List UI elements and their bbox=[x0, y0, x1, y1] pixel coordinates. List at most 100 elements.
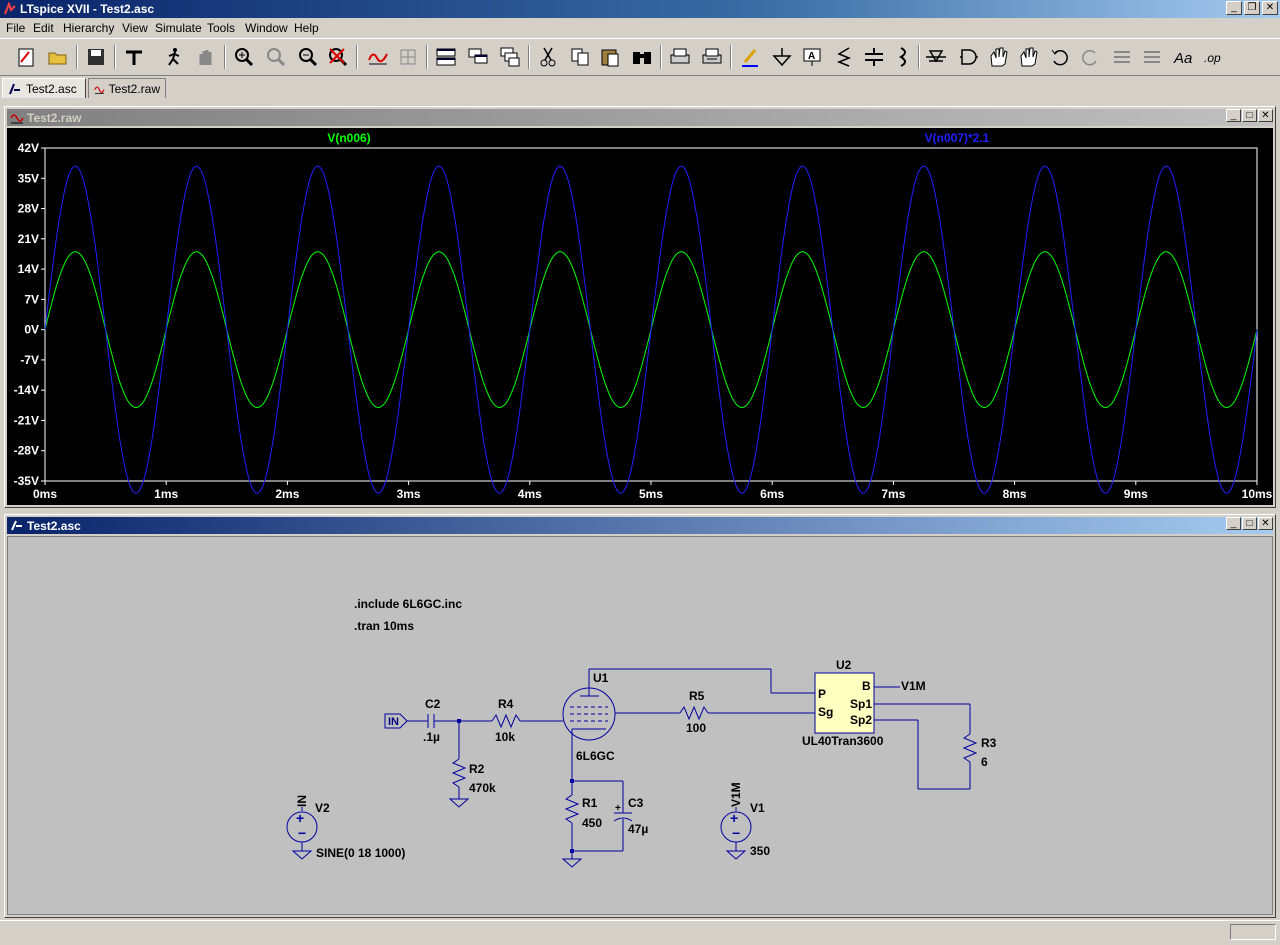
svg-text:.op: .op bbox=[1204, 51, 1221, 65]
v1-net-label[interactable]: V1M bbox=[729, 782, 743, 807]
r2-value[interactable]: 470k bbox=[469, 781, 496, 795]
menu-hierarchy[interactable]: Hierarchy bbox=[63, 21, 115, 35]
y-tick-label: -21V bbox=[14, 413, 39, 427]
diode-icon[interactable] bbox=[922, 43, 950, 71]
r1-value[interactable]: 450 bbox=[582, 816, 602, 830]
spice-directive-icon[interactable]: .op bbox=[1200, 43, 1228, 71]
r5-value[interactable]: 100 bbox=[686, 721, 706, 735]
open-icon[interactable] bbox=[44, 43, 72, 71]
include-directive[interactable]: .include 6L6GC.inc bbox=[354, 597, 462, 611]
capacitor-icon[interactable] bbox=[860, 43, 888, 71]
zoom-out-icon[interactable] bbox=[294, 43, 322, 71]
u1-label[interactable]: U1 bbox=[593, 671, 609, 685]
r3-value[interactable]: 6 bbox=[981, 755, 988, 769]
schematic-minimize-button[interactable]: _ bbox=[1226, 517, 1241, 530]
tile-vertical-icon[interactable] bbox=[464, 43, 492, 71]
v1-value[interactable]: 350 bbox=[750, 844, 770, 858]
cut-icon[interactable] bbox=[534, 43, 562, 71]
r1-label[interactable]: R1 bbox=[582, 796, 598, 810]
zoom-fit-icon[interactable] bbox=[324, 43, 352, 71]
tab-schematic-label: Test2.asc bbox=[26, 81, 77, 96]
waveform-minimize-button[interactable]: _ bbox=[1226, 109, 1241, 122]
drag-icon[interactable] bbox=[1014, 43, 1042, 71]
draw-wire-icon[interactable] bbox=[736, 43, 764, 71]
close-button[interactable]: ✕ bbox=[1262, 1, 1278, 15]
mirror-icon[interactable] bbox=[1138, 43, 1166, 71]
menu-view[interactable]: View bbox=[122, 21, 148, 35]
r4-value[interactable]: 10k bbox=[495, 730, 515, 744]
x-tick-label: 10ms bbox=[1242, 487, 1273, 501]
r3-label[interactable]: R3 bbox=[981, 736, 997, 750]
waveform-close-button[interactable]: ✕ bbox=[1258, 109, 1273, 122]
c2-label[interactable]: C2 bbox=[425, 697, 441, 711]
ground-icon[interactable] bbox=[768, 43, 796, 71]
zoom-pan-icon[interactable] bbox=[262, 43, 290, 71]
restore-button[interactable]: ❐ bbox=[1244, 1, 1260, 15]
c3-value[interactable]: 47µ bbox=[628, 822, 648, 836]
r5-label[interactable]: R5 bbox=[689, 689, 705, 703]
v2-net-label[interactable]: IN bbox=[295, 795, 309, 807]
run-icon[interactable] bbox=[160, 43, 188, 71]
label-net-icon[interactable]: A bbox=[798, 43, 826, 71]
move-icon[interactable] bbox=[984, 43, 1012, 71]
tab-schematic[interactable]: Test2.asc bbox=[2, 78, 86, 98]
schematic-canvas[interactable]: + − + − .include 6L6GC.inc .tran 10ms IN… bbox=[7, 536, 1273, 915]
zoom-in-icon[interactable] bbox=[230, 43, 258, 71]
grid-icon[interactable] bbox=[394, 43, 422, 71]
halt-icon[interactable] bbox=[192, 43, 220, 71]
menu-simulate[interactable]: Simulate bbox=[155, 21, 202, 35]
undo-icon[interactable] bbox=[1046, 43, 1074, 71]
menu-help[interactable]: Help bbox=[294, 21, 319, 35]
find-icon[interactable] bbox=[628, 43, 656, 71]
tran-directive[interactable]: .tran 10ms bbox=[354, 619, 414, 633]
schematic-window-title: Test2.asc bbox=[27, 518, 81, 533]
schematic-window: Test2.asc _ □ ✕ bbox=[4, 514, 1276, 918]
c2-value[interactable]: .1µ bbox=[423, 730, 440, 744]
series-line bbox=[44, 165, 1258, 494]
menu-window[interactable]: Window bbox=[245, 21, 288, 35]
waveform-window-titlebar[interactable]: Test2.raw bbox=[7, 109, 1273, 126]
save-icon[interactable] bbox=[82, 43, 110, 71]
schematic-close-button[interactable]: ✕ bbox=[1258, 517, 1273, 530]
u1-value[interactable]: 6L6GC bbox=[576, 749, 615, 763]
tile-horizontal-icon[interactable] bbox=[432, 43, 460, 71]
c3-label[interactable]: C3 bbox=[628, 796, 644, 810]
v1-label[interactable]: V1 bbox=[750, 801, 765, 815]
r4-label[interactable]: R4 bbox=[498, 697, 514, 711]
control-panel-icon[interactable] bbox=[120, 43, 148, 71]
schematic-drawing[interactable]: + − + − .include 6L6GC.inc .tran 10ms IN… bbox=[8, 537, 1274, 916]
waveform-window-icon bbox=[10, 114, 24, 124]
paste-icon[interactable] bbox=[596, 43, 624, 71]
cascade-icon[interactable] bbox=[496, 43, 524, 71]
new-schematic-icon[interactable] bbox=[12, 43, 40, 71]
x-tick-label: 2ms bbox=[275, 487, 299, 501]
v1m-net-label[interactable]: V1M bbox=[901, 679, 926, 693]
copy-icon[interactable] bbox=[566, 43, 594, 71]
print-setup-icon[interactable] bbox=[698, 43, 726, 71]
u2-pin-p: P bbox=[818, 687, 826, 701]
inductor-icon[interactable] bbox=[890, 43, 918, 71]
schematic-window-titlebar[interactable]: Test2.asc bbox=[7, 517, 1273, 534]
menu-edit[interactable]: Edit bbox=[33, 21, 54, 35]
component-icon[interactable] bbox=[954, 43, 982, 71]
u2-label[interactable]: U2 bbox=[836, 658, 852, 672]
rotate-icon[interactable] bbox=[1108, 43, 1136, 71]
waveform-maximize-button[interactable]: □ bbox=[1242, 109, 1257, 122]
menu-tools[interactable]: Tools bbox=[207, 21, 236, 35]
v2-value[interactable]: SINE(0 18 1000) bbox=[316, 846, 405, 860]
menu-file[interactable]: File bbox=[6, 21, 26, 35]
redo-icon[interactable] bbox=[1076, 43, 1104, 71]
resistor-icon[interactable] bbox=[830, 43, 858, 71]
text-icon[interactable]: Aa bbox=[1170, 43, 1198, 71]
autorange-icon[interactable] bbox=[364, 43, 392, 71]
tab-waveform[interactable]: Test2.raw bbox=[88, 78, 166, 98]
u2-value[interactable]: UL40Tran3600 bbox=[802, 734, 884, 748]
v2-label[interactable]: V2 bbox=[315, 801, 330, 815]
print-icon[interactable] bbox=[666, 43, 694, 71]
r2-label[interactable]: R2 bbox=[469, 762, 485, 776]
minimize-button[interactable]: _ bbox=[1226, 1, 1242, 15]
in-net-flag[interactable]: IN bbox=[388, 716, 399, 728]
schematic-maximize-button[interactable]: □ bbox=[1242, 517, 1257, 530]
